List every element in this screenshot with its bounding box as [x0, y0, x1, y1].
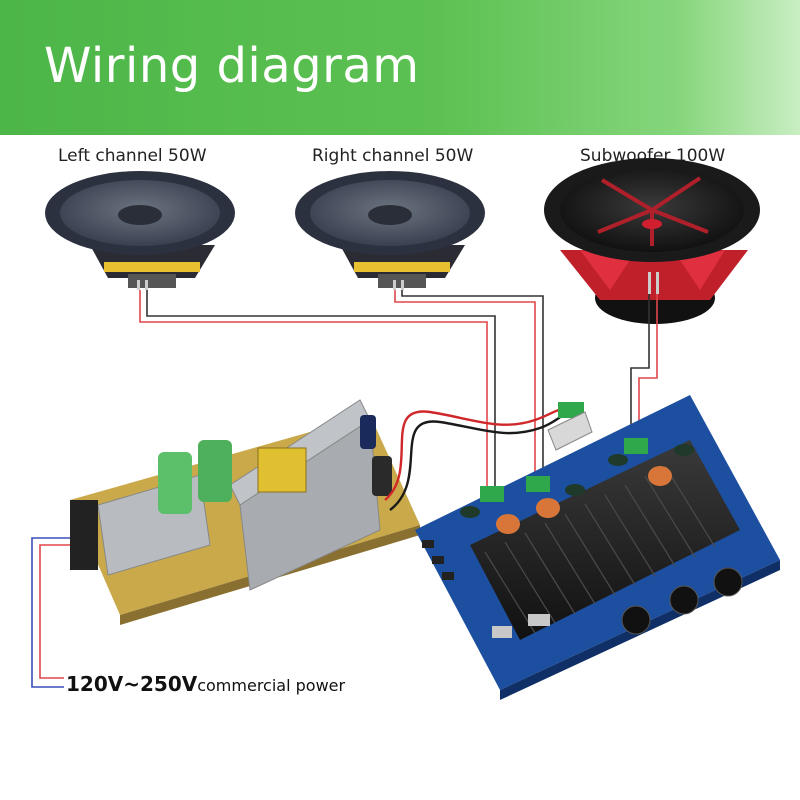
right-speaker [295, 171, 485, 290]
right-speaker-wires [394, 290, 544, 478]
power-voltage: 120V~250V [66, 672, 198, 696]
header-banner: Wiring diagram [0, 0, 800, 135]
ac-input-wires [31, 537, 70, 688]
dc-power-cable [384, 406, 566, 511]
power-input-label: 120V~250Vcommercial power [66, 672, 345, 696]
left-speaker [45, 171, 235, 290]
left-channel-label: Left channel 50W [58, 146, 207, 166]
subwoofer-wires [630, 294, 658, 440]
right-channel-label: Right channel 50W [312, 146, 474, 166]
left-speaker-wires [139, 290, 496, 488]
power-description: commercial power [197, 676, 346, 695]
amplifier-board [415, 395, 780, 700]
power-supply-board [70, 399, 420, 625]
page-title: Wiring diagram [44, 38, 420, 94]
subwoofer-speaker [544, 158, 760, 324]
